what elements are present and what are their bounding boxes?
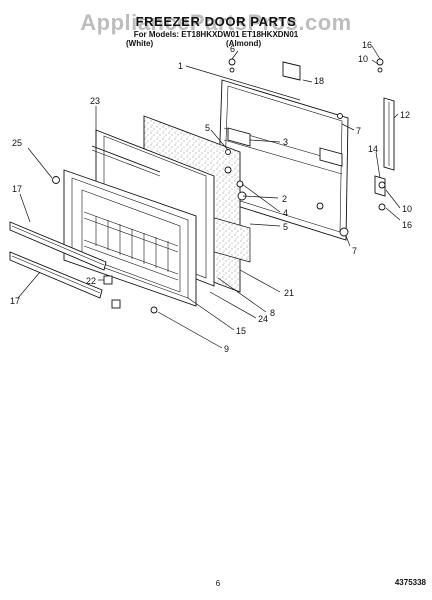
callout-16b: 16 [402,220,412,230]
callout-1: 1 [178,61,183,71]
variant-almond-label: (Almond) [226,39,262,48]
document-number: 4375338 [394,578,426,587]
callout-23: 23 [90,96,100,106]
callout-10b: 10 [402,204,412,214]
watermark-text: AppliancePartsPros.com [80,10,352,35]
callout-17b: 17 [10,296,20,306]
callout-22: 22 [86,276,96,286]
callout-7a: 7 [356,126,361,136]
hinge-brackets [227,127,343,167]
callout-10a: 10 [358,54,368,64]
door-gasket [91,145,161,177]
page-number: 6 [215,579,221,588]
variant-white-label: (White) [126,39,154,48]
callout-6: 6 [230,44,235,54]
callout-12: 12 [400,110,410,120]
callout-5b: 5 [283,222,288,232]
screws [52,58,386,314]
callout-16a: 16 [362,40,372,50]
callout-2: 2 [282,194,287,204]
callout-24: 24 [258,314,268,324]
callout-18: 18 [314,76,324,86]
models-subtitle: For Models: ET18HKXDW01 ET18HKXDN01 [133,30,299,39]
callout-8: 8 [270,308,275,318]
shelf-end-caps [103,275,121,309]
callout-21: 21 [284,288,294,298]
callout-14: 14 [368,144,378,154]
callout-7b: 7 [352,246,357,256]
leader-lines [17,45,401,349]
callout-17a: 17 [12,184,22,194]
shelf-trim-bars [9,221,107,299]
callout-9: 9 [224,344,229,354]
door-panel [63,169,197,307]
vertical-rail [383,97,395,171]
callout-4: 4 [283,208,288,218]
callout-5a: 5 [205,123,210,133]
callout-15: 15 [236,326,246,336]
callout-25: 25 [12,138,22,148]
callout-3: 3 [283,137,288,147]
label-plate [282,61,301,81]
callout-numbers: 1 2 3 4 5 5 6 7 7 8 9 10 10 12 14 15 16 … [10,40,412,354]
diagram-title: FREEZER DOOR PARTS [135,14,297,29]
